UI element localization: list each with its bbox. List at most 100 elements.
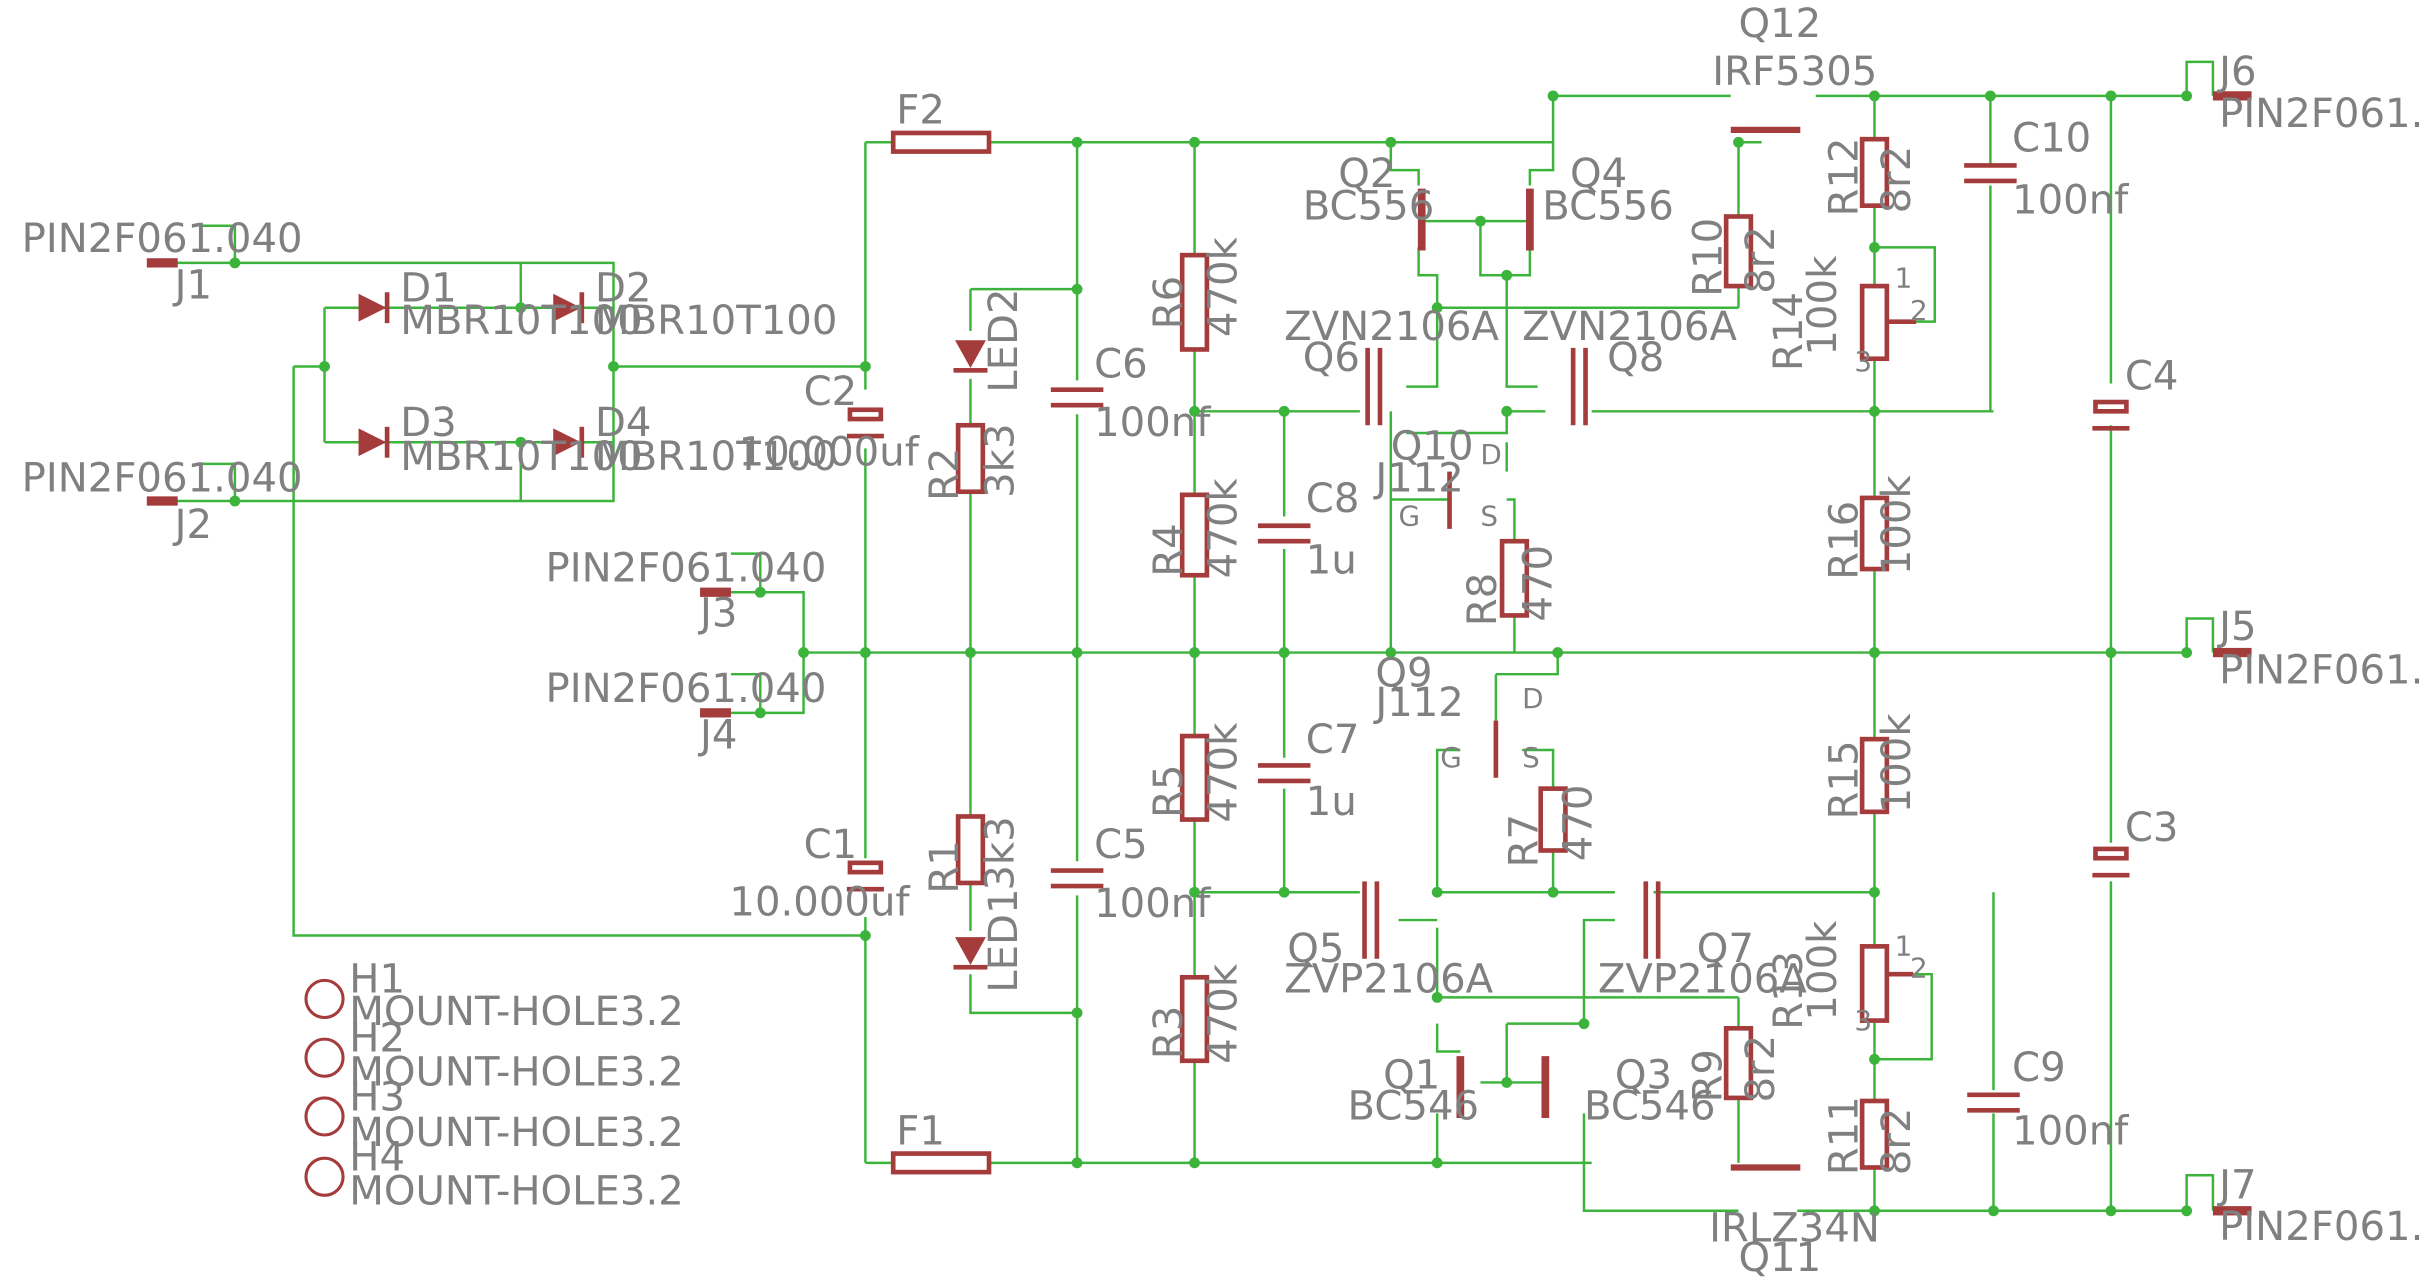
c8-name: C8 [1306, 476, 1360, 522]
r11-name: R11 [1822, 1096, 1868, 1175]
j1-name: J1 [172, 262, 212, 308]
r8-name: R8 [1460, 573, 1506, 627]
d4-name: D4 [595, 400, 651, 446]
r6-name: R6 [1146, 276, 1192, 330]
r10-name: R10 [1686, 218, 1732, 297]
q11-name: Q11 [1739, 1235, 1822, 1281]
labels: PIN2F061.040 J1 PIN2F061.040 J2 PIN2F061… [22, 1, 2420, 1281]
r14-name: R14 [1766, 292, 1812, 371]
j2-name: J2 [172, 502, 212, 548]
r2-value: 3k3 [978, 423, 1024, 497]
d3-value: MBR10T100 [400, 434, 642, 480]
electrolytic-cap-icons [846, 399, 2130, 892]
r15-value: 100k [1874, 713, 1920, 814]
h4-value: MOUNT-HOLE3.2 [349, 1169, 684, 1215]
h3-name: H3 [349, 1074, 405, 1120]
diode-icons [358, 292, 585, 458]
r14-pin-3: 3 [1854, 345, 1872, 378]
r13-pin-3: 3 [1854, 1004, 1872, 1037]
r5-name: R5 [1146, 764, 1192, 818]
r7-value: 470 [1556, 785, 1602, 862]
j7-name: J7 [2216, 1162, 2256, 1208]
h4-name: H4 [349, 1135, 405, 1181]
f2-name: F2 [896, 88, 945, 134]
r13-pin-1: 1 [1895, 930, 1913, 963]
q9-pin-s: S [1522, 741, 1540, 774]
j2-value: PIN2F061.040 [22, 456, 303, 502]
c5-name: C5 [1094, 822, 1148, 868]
q11-value: IRLZ34N [1709, 1206, 1880, 1252]
c3-name: C3 [2125, 805, 2179, 851]
j4-name: J4 [697, 712, 737, 758]
r1-value: 3k3 [978, 816, 1024, 890]
ceramic-cap-icons [1050, 163, 2020, 1113]
r3-name: R3 [1146, 1006, 1192, 1060]
q10-pin-s: S [1480, 500, 1498, 533]
c6-name: C6 [1094, 341, 1148, 387]
r12-value: 8r2 [1874, 146, 1920, 214]
r11-value: 8r2 [1874, 1108, 1920, 1176]
q1-value: BC546 [1348, 1084, 1480, 1130]
h3-value: MOUNT-HOLE3.2 [349, 1110, 684, 1156]
component-bodies [146, 91, 2252, 1216]
j5-name: J5 [2216, 604, 2256, 650]
q8-name: Q8 [1607, 335, 1664, 381]
r3-value: 470k [1200, 963, 1246, 1064]
q7-value: ZVP2106A [1598, 957, 1807, 1003]
r1-name: R1 [922, 840, 968, 894]
r4-value: 470k [1200, 478, 1246, 579]
c9-name: C9 [2012, 1045, 2066, 1091]
led1-name: LED1 [981, 888, 1027, 992]
r2-name: R2 [922, 447, 968, 501]
f1-name: F1 [896, 1108, 945, 1154]
r14-pin-1: 1 [1895, 262, 1913, 295]
r12-name: R12 [1822, 137, 1868, 216]
q12-name: Q12 [1739, 1, 1822, 47]
r9-value: 8r2 [1738, 1035, 1784, 1103]
r13-value: 100k [1800, 920, 1846, 1021]
bjt-icons [1417, 188, 1550, 1118]
c7-name: C7 [1306, 717, 1360, 763]
j4-value: PIN2F061.040 [546, 666, 827, 712]
c10-name: C10 [2012, 116, 2091, 162]
r13-pin-2: 2 [1910, 951, 1928, 984]
j7-value: PIN2F061.040 [2219, 1204, 2420, 1250]
q12-value: IRF5305 [1712, 49, 1877, 95]
q8-value: ZVN2106A [1522, 304, 1737, 350]
led-icons [953, 340, 988, 970]
c2-value: 10.000uf [739, 429, 920, 475]
c7-value: 1u [1306, 779, 1357, 825]
d1-value: MBR10T100 [400, 298, 642, 344]
q10-pin-d: D [1480, 438, 1501, 471]
r14-pin-2: 2 [1910, 294, 1928, 327]
r6-value: 470k [1200, 236, 1246, 337]
r15-name: R15 [1822, 740, 1868, 819]
junctions [229, 90, 2193, 1217]
q10-name: Q10 [1391, 423, 1474, 469]
q6-value: ZVN2106A [1284, 304, 1499, 350]
j6-name: J6 [2216, 49, 2256, 95]
led2-name: LED2 [981, 288, 1027, 392]
c5-value: 100nf [1094, 881, 1211, 927]
j5-value: PIN2F061.040 [2219, 647, 2420, 693]
c2-name: C2 [804, 369, 858, 415]
d3-name: D3 [400, 400, 456, 446]
j1-value: PIN2F061.040 [22, 216, 303, 262]
fuse-f1-icon [890, 1151, 992, 1175]
r13-name: R13 [1766, 951, 1812, 1030]
c6-value: 100nf [1094, 400, 1211, 446]
c1-value: 10.000uf [729, 879, 910, 925]
d1-name: D1 [400, 266, 456, 312]
d4-value: MBR10T100 [595, 434, 837, 480]
fet-icons [1362, 126, 1801, 1171]
q5-name: Q5 [1287, 926, 1344, 972]
d2-name: D2 [595, 266, 651, 312]
j3-name: J3 [697, 590, 737, 636]
r7-name: R7 [1502, 814, 1548, 868]
q4-name: Q4 [1570, 151, 1627, 197]
r16-value: 100k [1874, 474, 1920, 575]
q7-name: Q7 [1697, 926, 1754, 972]
c1-name: C1 [804, 822, 858, 868]
h2-name: H2 [349, 1015, 405, 1061]
